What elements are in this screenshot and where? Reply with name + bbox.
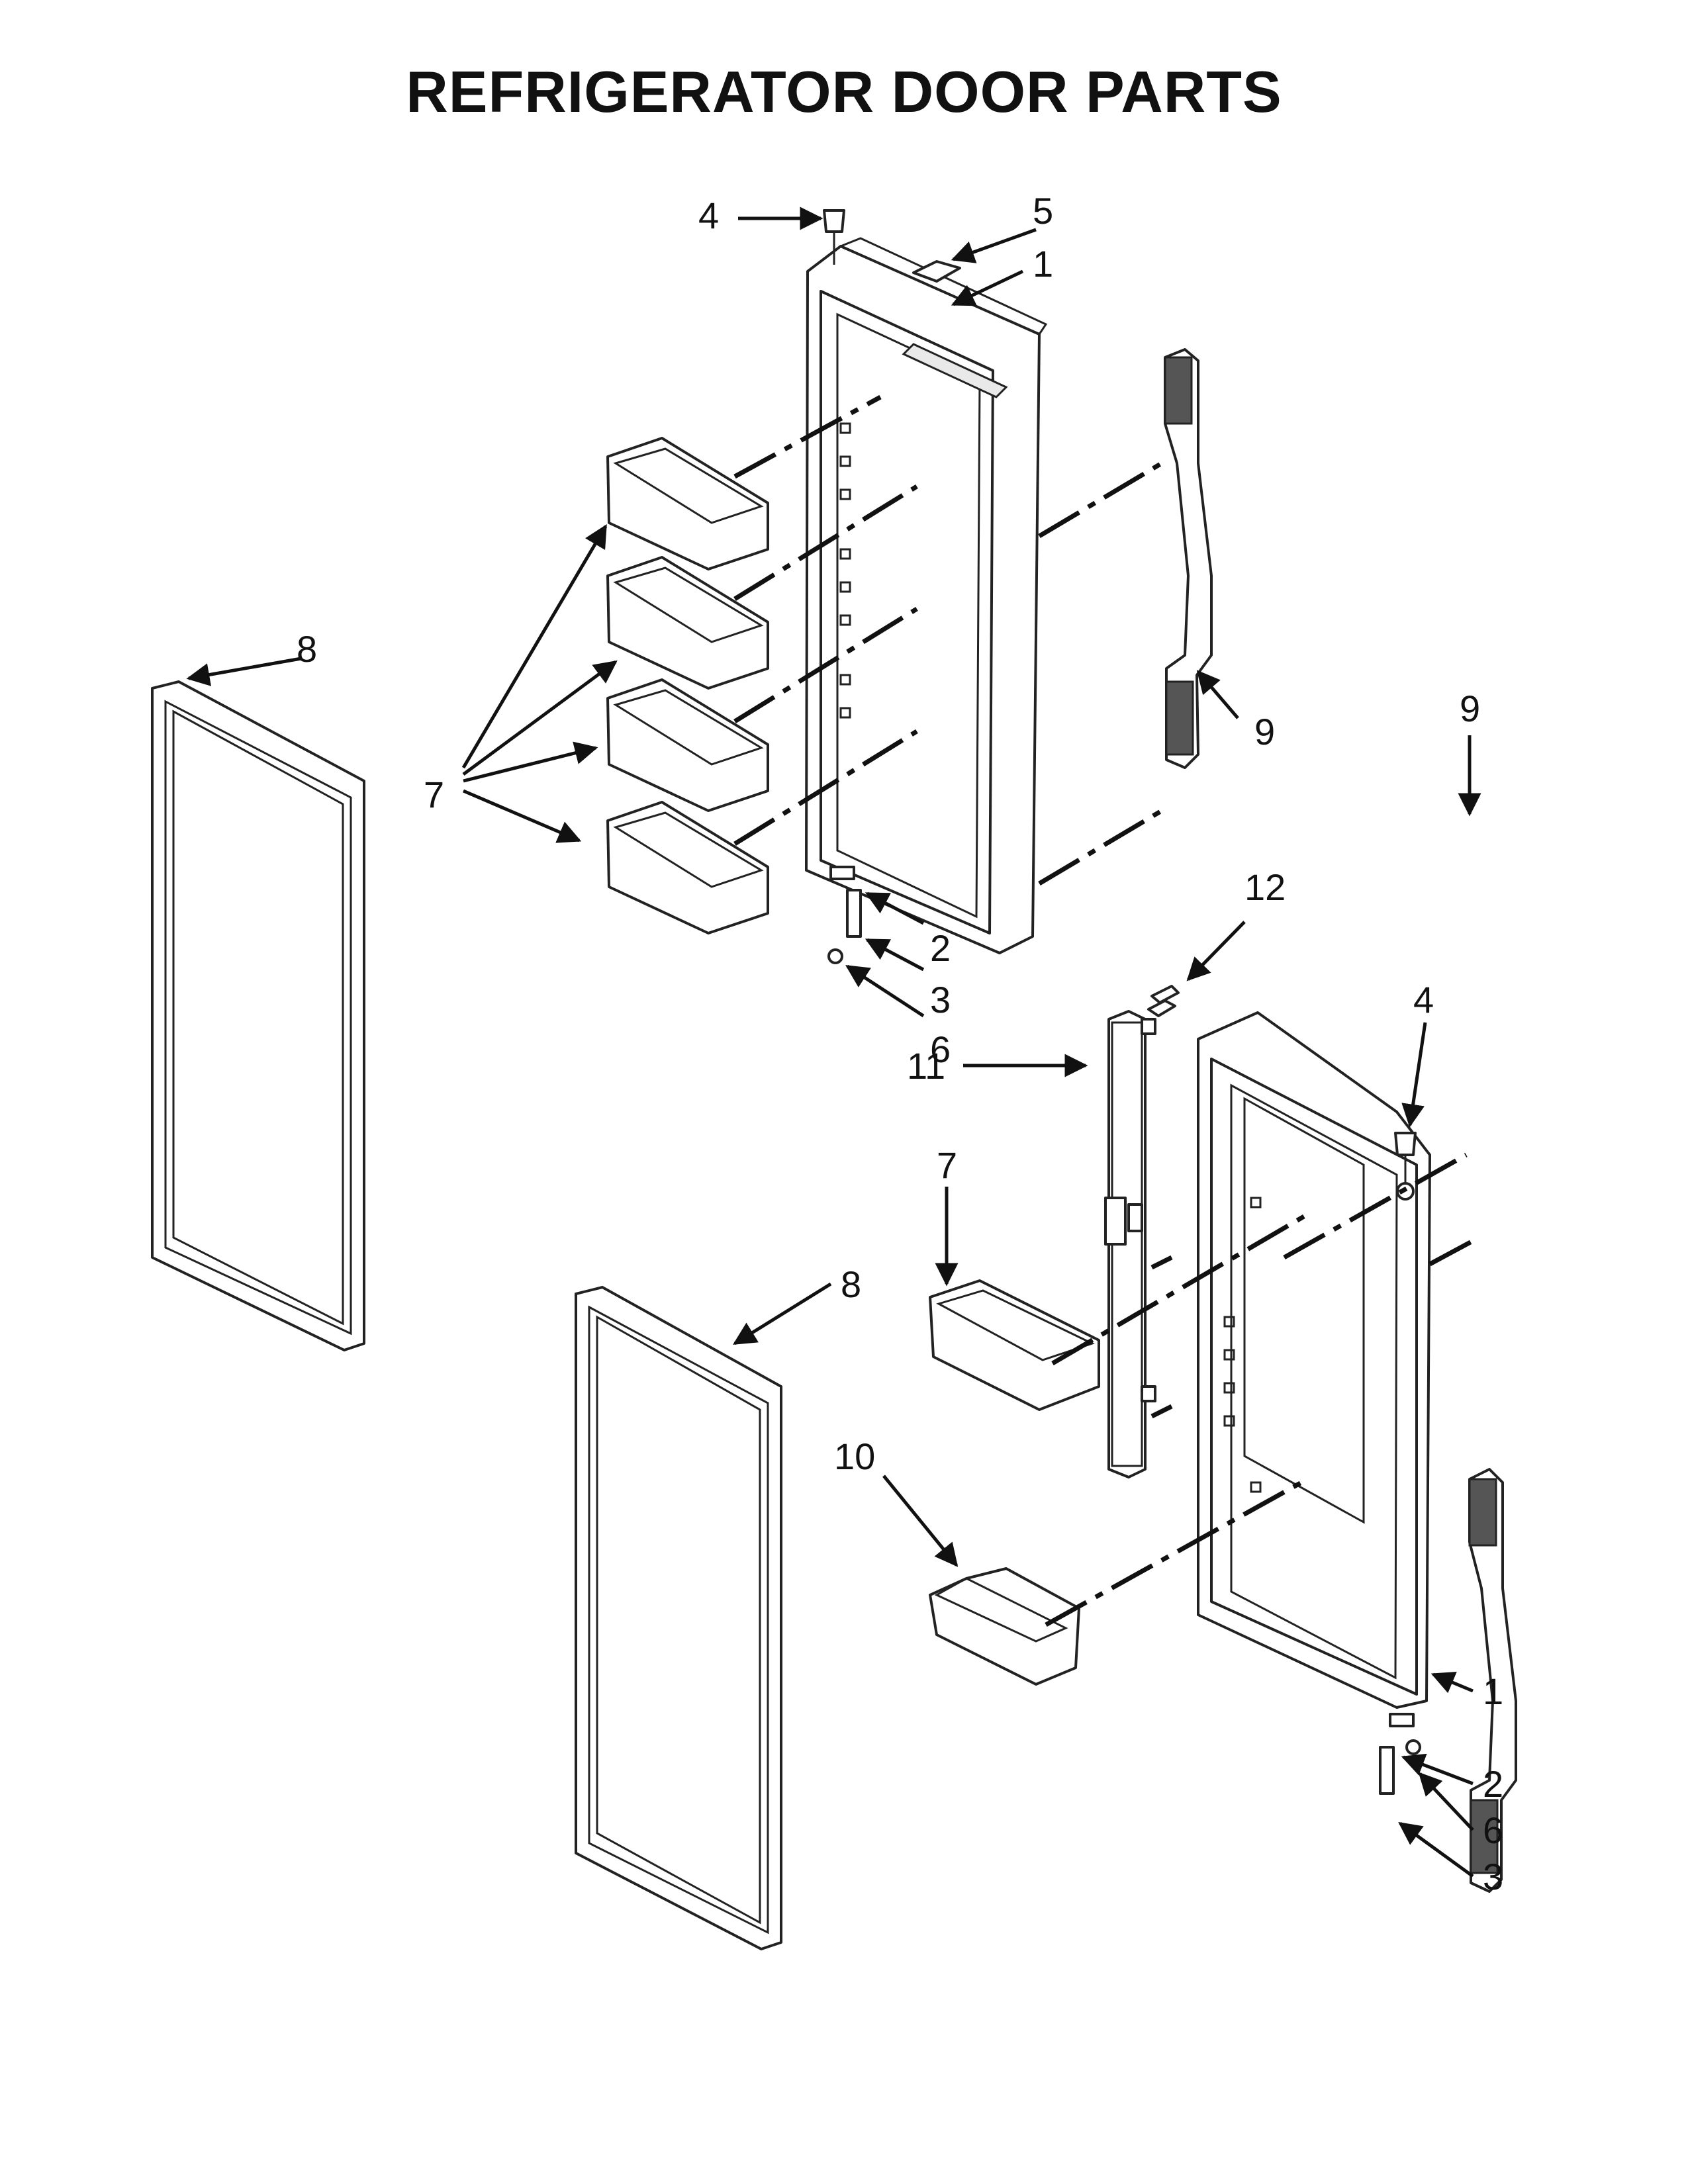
- callout-5: 5: [1033, 190, 1053, 232]
- callout-12: 12: [1244, 866, 1286, 908]
- page-title: REFRIGERATOR DOOR PARTS: [406, 59, 1282, 124]
- door-gasket-lower: [575, 1286, 782, 1950]
- callout-6-upper: 6: [930, 1028, 951, 1070]
- hinge-pin-cap-top-left: [823, 209, 845, 265]
- right-door-shelf-bumps: [1223, 1197, 1262, 1493]
- door-bin-4: [606, 801, 769, 934]
- callout-10: 10: [834, 1435, 875, 1477]
- door-bin-1: [606, 437, 769, 570]
- callout-labels: 4 5 1 8 7 9 2 3 6 12 11 4 7 9 8 10 1 2 6…: [297, 190, 1503, 1897]
- callout-1-upper: 1: [1033, 243, 1053, 285]
- leader-arrows: [186, 206, 1481, 1878]
- callout-9-upper: 9: [1254, 711, 1275, 752]
- door-bin-right: [929, 1279, 1100, 1411]
- callout-9-lower: 9: [1460, 688, 1480, 729]
- callout-1-lower: 1: [1483, 1670, 1503, 1712]
- door-bin-3: [606, 678, 769, 812]
- mullion-screw: [1147, 985, 1180, 1017]
- callout-11: 11: [907, 1045, 945, 1087]
- callout-3-upper: 3: [930, 979, 951, 1021]
- callout-8-lower: 8: [841, 1263, 861, 1305]
- door-handle-lower: [1468, 1468, 1517, 1893]
- hinge-shim: [912, 260, 961, 283]
- callout-4-right: 4: [1413, 979, 1434, 1021]
- callout-7-left: 7: [424, 774, 444, 815]
- callout-6-lower: 6: [1483, 1809, 1503, 1851]
- right-door-assembly: [1197, 1011, 1431, 1709]
- left-door-assembly: [805, 237, 1048, 954]
- door-gasket-left: [151, 680, 365, 1351]
- callout-2-lower: 2: [1483, 1763, 1503, 1805]
- callout-8-left: 8: [297, 628, 317, 670]
- dairy-bin: [929, 1567, 1080, 1686]
- door-handle-upper: [1164, 348, 1213, 769]
- alignment-lines: [733, 394, 1474, 1627]
- left-door-bottom-hardware: [827, 866, 862, 964]
- door-bin-2: [606, 556, 769, 690]
- door-shelf-bumps: [839, 422, 851, 719]
- right-door-bottom-hardware: [1379, 1713, 1421, 1795]
- callout-4-top-left: 4: [698, 195, 719, 236]
- callout-2-upper: 2: [930, 927, 951, 969]
- callout-3-lower: 3: [1483, 1856, 1503, 1897]
- callout-7-right: 7: [937, 1144, 957, 1186]
- center-flip-mullion: [1104, 1010, 1156, 1479]
